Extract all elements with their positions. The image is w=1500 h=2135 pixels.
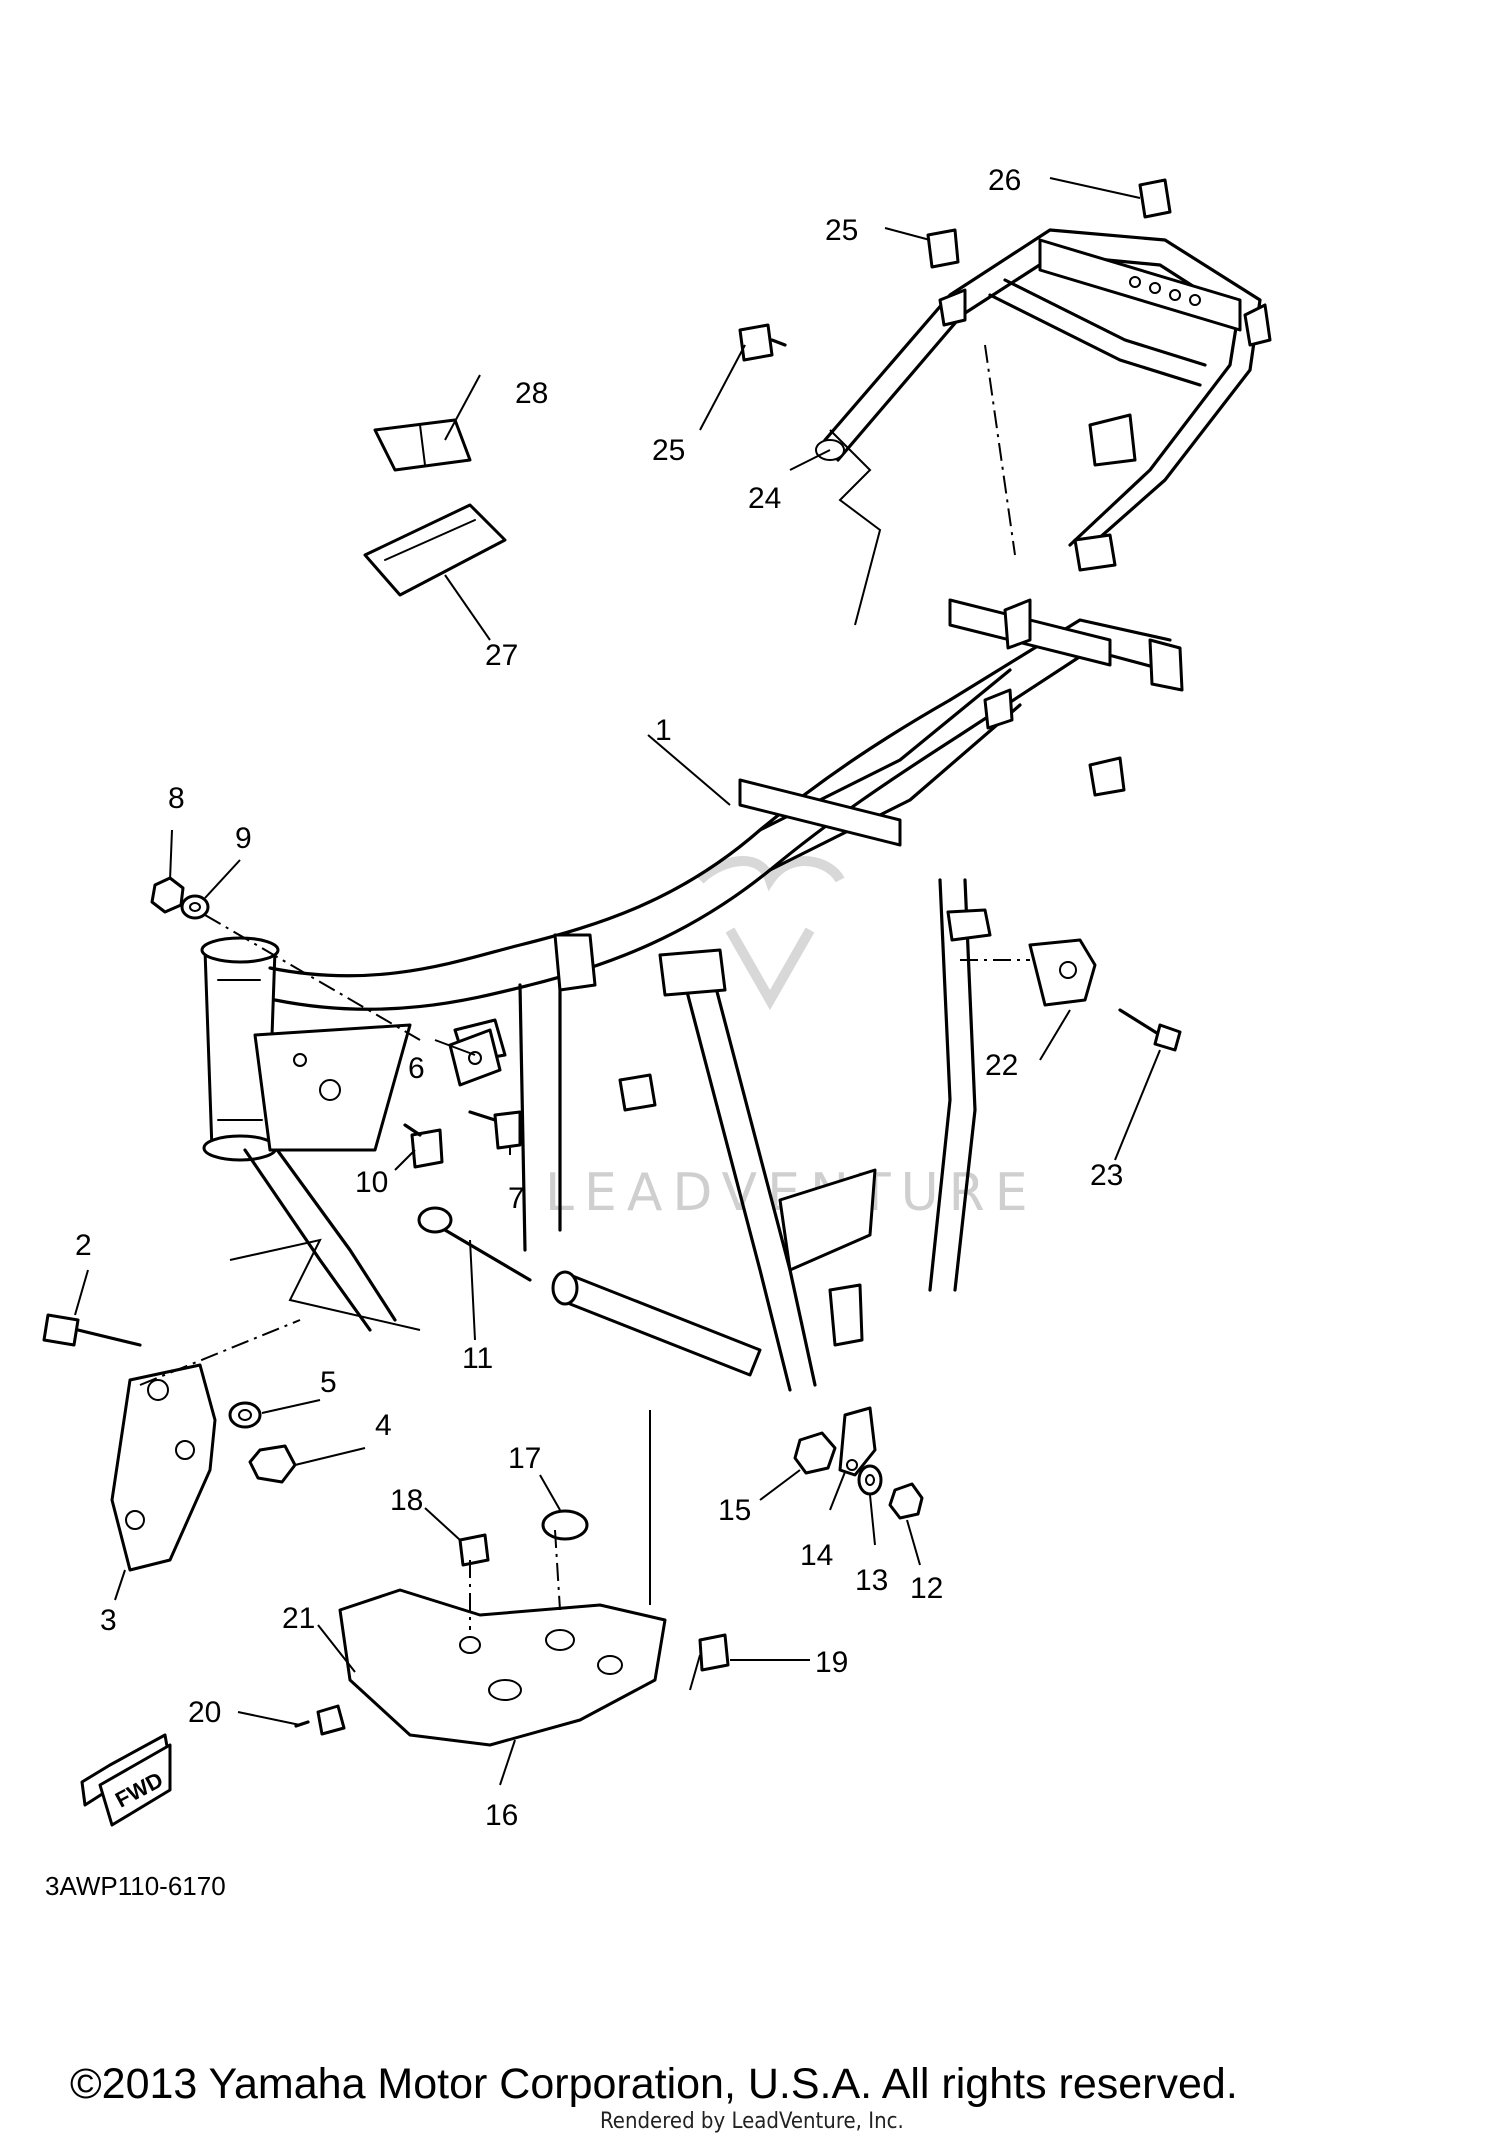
callout-28: 28 <box>515 377 548 410</box>
callout-25-left: 25 <box>652 434 685 467</box>
callout-20: 20 <box>188 1696 221 1729</box>
bushing-26 <box>1138 178 1172 219</box>
zigzag-break-lines <box>229 429 882 1331</box>
nut-15 <box>793 1431 837 1475</box>
bolt-20 <box>294 1704 346 1736</box>
callout-12: 12 <box>910 1572 943 1605</box>
fwd-arrow: FWD <box>80 1733 172 1827</box>
callout-3: 3 <box>100 1604 117 1637</box>
bolt-11 <box>417 1206 532 1282</box>
callout-24: 24 <box>748 482 781 515</box>
bracket-6 <box>448 1028 502 1087</box>
callout-18: 18 <box>390 1484 423 1517</box>
rendered-by-text: Rendered by LeadVenture, Inc. <box>600 2109 904 2134</box>
callout-labels: 1 2 3 4 5 6 7 8 9 10 11 12 13 14 15 16 1… <box>75 164 1123 1832</box>
callout-5: 5 <box>320 1366 337 1399</box>
callout-8: 8 <box>168 782 185 815</box>
main-frame <box>200 598 1184 1392</box>
drawing-code: 3AWP110-6170 <box>45 1871 226 1901</box>
callout-25-top: 25 <box>825 214 858 247</box>
callout-27: 27 <box>485 639 518 672</box>
callout-4: 4 <box>375 1409 392 1442</box>
washer-5 <box>228 1401 262 1429</box>
washer-13 <box>857 1464 883 1496</box>
bolt-18 <box>458 1533 490 1567</box>
nut-4 <box>248 1444 297 1484</box>
callout-1: 1 <box>655 714 672 747</box>
grommet-17 <box>541 1509 589 1541</box>
callout-16: 16 <box>485 1799 518 1832</box>
callout-7: 7 <box>508 1182 525 1215</box>
callout-14: 14 <box>800 1539 833 1572</box>
bolt-7 <box>468 1110 522 1150</box>
bolt-2 <box>42 1313 142 1347</box>
callout-2: 2 <box>75 1229 92 1262</box>
bolt-23 <box>1118 1008 1182 1052</box>
nut-8 <box>150 876 185 914</box>
skid-plate-16 <box>338 1588 667 1747</box>
bracket-22 <box>1028 938 1097 1007</box>
bolt-19 <box>698 1633 730 1672</box>
seat-pad-27 <box>363 503 507 597</box>
engine-bracket-3 <box>110 1363 217 1572</box>
callout-21: 21 <box>282 1602 315 1635</box>
callout-26: 26 <box>988 164 1021 197</box>
callout-17: 17 <box>508 1442 541 1475</box>
collar-14 <box>838 1406 877 1477</box>
seat-bracket-28 <box>373 418 472 472</box>
callout-13: 13 <box>855 1564 888 1597</box>
nut-12 <box>888 1482 924 1520</box>
callout-9: 9 <box>235 822 252 855</box>
callout-15: 15 <box>718 1494 751 1527</box>
callout-19: 19 <box>815 1646 848 1679</box>
bolt-25b <box>738 323 787 362</box>
callout-6: 6 <box>408 1052 425 1085</box>
bolt-25a <box>926 228 960 269</box>
callout-23: 23 <box>1090 1159 1123 1192</box>
rear-subframe <box>815 228 1272 572</box>
leader-lines <box>74 177 1161 1786</box>
callout-10: 10 <box>355 1166 388 1199</box>
callout-11: 11 <box>462 1342 493 1375</box>
alignment-lines <box>139 344 1030 1630</box>
copyright-notice: ©2013 Yamaha Motor Corporation, U.S.A. A… <box>70 2060 1238 2108</box>
washer-9 <box>180 894 210 920</box>
bolt-10 <box>403 1123 444 1169</box>
callout-22: 22 <box>985 1049 1018 1082</box>
